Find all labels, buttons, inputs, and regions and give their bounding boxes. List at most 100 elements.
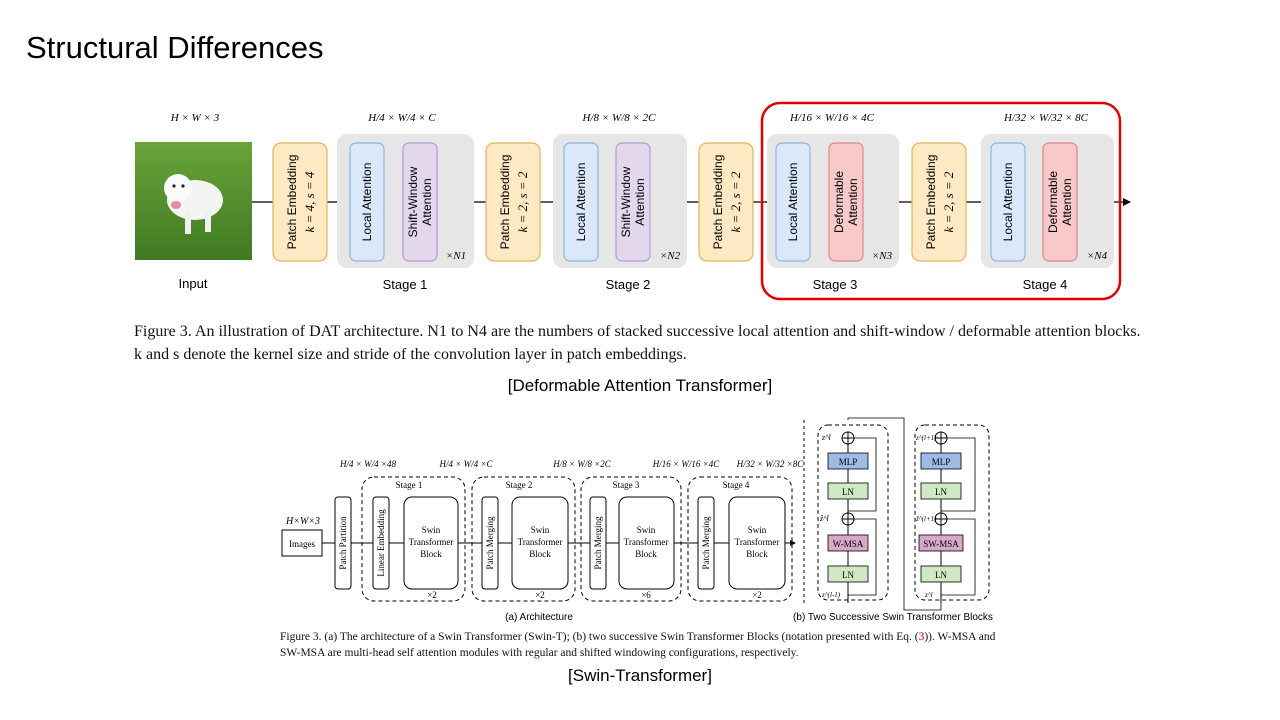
stage-1-shift-window-attention: Shift-Window Attention [402,142,438,262]
swin-stage-3-box [580,476,682,602]
svg-text:Patch Embedding: Patch Embedding [285,155,299,250]
swin-caption-text-2: )). W-MSA and SW-MSA are multi-head self… [280,631,996,659]
svg-text:Local Attention: Local Attention [786,163,800,242]
svg-text:SW-MSA: SW-MSA [923,539,959,549]
stage-2-repeat: ×N2 [660,250,681,262]
swin-patch-merging-4 [697,496,715,590]
swin-caption-citation[interactable]: 3 [918,631,925,643]
svg-text:MLP: MLP [932,457,951,467]
svg-text:ẑ^l: ẑ^l [819,514,829,523]
svg-text:z^(l+1): z^(l+1) [915,434,937,442]
highlight-box [760,101,1122,301]
swin-stage-1-box [361,476,466,602]
stage-4-label: Stage 4 [1023,277,1068,292]
swin-dim-0: H/4 × W/4 ×48 [339,459,396,469]
stage-2-label: Stage 2 [606,277,651,292]
stage-1-label: Stage 1 [383,277,428,292]
swin-label: [Swin-Transformer] [568,666,712,685]
swin-patch-partition-label: Patch Partition [338,516,348,570]
stage-3-deformable-attention: Deformable Attention [828,142,864,262]
swin-stage-4-repeat: ×2 [752,590,762,600]
svg-text:Local Attention: Local Attention [1001,163,1015,242]
svg-text:LN: LN [842,487,854,497]
dat-label: [Deformable Attention Transformer] [507,376,773,395]
stage-3-local-attention: Local Attention [775,142,811,262]
stage-4-deformable-attention: Deformable Attention [1042,142,1078,262]
swin-input-dim: H×W×3 [285,516,320,527]
swin-stage-4-label: Stage 4 [723,480,750,490]
svg-text:z^(l-1): z^(l-1) [821,591,841,599]
swin-linear-embedding-label: Linear Embedding [376,509,386,577]
input-image [135,142,252,260]
swin-patch-merging-3-label: Patch Merging [593,516,603,570]
svg-text:Swin: Swin [531,525,550,535]
stage-1-dim: H/4 × W/4 × C [367,112,436,124]
swin-linear-embedding [372,496,390,590]
svg-text:Block: Block [420,549,442,559]
svg-text:Transformer: Transformer [518,537,563,547]
patch-embed-1: Patch Embedding k = 4, s = 4 [272,142,328,262]
svg-text:Attention: Attention [420,178,434,225]
swin-patch-merging-2-label: Patch Merging [485,516,495,570]
svg-text:Patch Embedding: Patch Embedding [498,155,512,250]
stage-2-dim: H/8 × W/8 × 2C [582,112,657,124]
svg-text:Shift-Window: Shift-Window [619,166,633,237]
stage-4-repeat: ×N4 [1087,250,1108,262]
swin-block-stage-4: Swin Transformer Block [728,496,786,590]
svg-text:Local Attention: Local Attention [360,163,374,242]
svg-text:W-MSA: W-MSA [833,539,864,549]
svg-text:LN: LN [935,570,947,580]
svg-text:Attention: Attention [633,178,647,225]
input-label: Input [179,276,208,291]
svg-text:k = 2, s = 2: k = 2, s = 2 [515,171,530,232]
svg-text:k = 4, s = 4: k = 4, s = 4 [302,171,317,232]
swin-patch-merging-2 [481,496,499,590]
swin-dim-4: H/32 × W/32 ×8C [736,459,804,469]
svg-text:k = 2, s = 2: k = 2, s = 2 [728,171,743,232]
svg-text:Swin: Swin [748,525,767,535]
svg-text:Swin: Swin [422,525,441,535]
stage-3-label: Stage 3 [813,277,858,292]
swin-blocks-label: (b) Two Successive Swin Transformer Bloc… [793,612,993,623]
swin-dim-2: H/8 × W/8 ×2C [552,459,611,469]
stage-3-dim: H/16 × W/16 × 4C [789,112,875,124]
svg-text:Swin: Swin [637,525,656,535]
swin-block-a: MLP LN W-MSA LN z^l ẑ^l z^(l-1) [817,424,889,603]
patch-embed-3: Patch Embedding k = 2, s = 2 [698,142,754,262]
swin-stage-3-label: Stage 3 [613,480,640,490]
swin-stage-3-repeat: ×6 [641,590,651,600]
swin-block-stage-1: Swin Transformer Block [403,496,459,590]
stage-2-local-attention: Local Attention [563,142,599,262]
svg-text:Transformer: Transformer [735,537,780,547]
svg-text:Transformer: Transformer [409,537,454,547]
stage-4-dim: H/32 × W/32 × 8C [1003,112,1089,124]
swin-stage-2-box [471,476,576,602]
swin-block-stage-2: Swin Transformer Block [511,496,569,590]
swin-images-box [281,529,323,557]
dat-figure-caption: Figure 3. An illustration of DAT archite… [134,323,1141,363]
swin-stage-2-repeat: ×2 [535,590,545,600]
swin-caption-text-1: Figure 3. (a) The architecture of a Swin… [280,631,919,643]
slide-title: Structural Differences [26,30,324,65]
svg-text:Block: Block [529,549,551,559]
swin-figure-caption: Figure 3. (a) The architecture of a Swin… [280,629,1000,661]
swin-block-b: MLP LN SW-MSA LN z^(l+1) ẑ^(l+1) z^l [914,424,990,603]
svg-text:k = 2, s = 2: k = 2, s = 2 [941,171,956,232]
stage-3-repeat: ×N3 [872,250,893,262]
svg-text:z^l: z^l [821,433,831,442]
svg-text:z^l: z^l [924,591,933,599]
svg-text:Deformable: Deformable [832,171,846,233]
svg-text:Patch Embedding: Patch Embedding [711,155,725,250]
swin-block-connector [847,417,942,611]
swin-patch-merging-3 [589,496,607,590]
swin-images-label: Images [289,539,315,549]
dat-architecture-diagram: H × W × 3 Input Patch Embedding k = 4, s… [135,101,1131,301]
svg-text:Attention: Attention [846,178,860,225]
svg-text:Attention: Attention [1060,178,1074,225]
stage-4-local-attention: Local Attention [990,142,1026,262]
svg-text:Deformable: Deformable [1046,171,1060,233]
swin-arch-label: (a) Architecture [505,612,573,623]
svg-text:Shift-Window: Shift-Window [406,166,420,237]
swin-stage-4-box [687,476,793,602]
svg-text:Block: Block [635,549,657,559]
